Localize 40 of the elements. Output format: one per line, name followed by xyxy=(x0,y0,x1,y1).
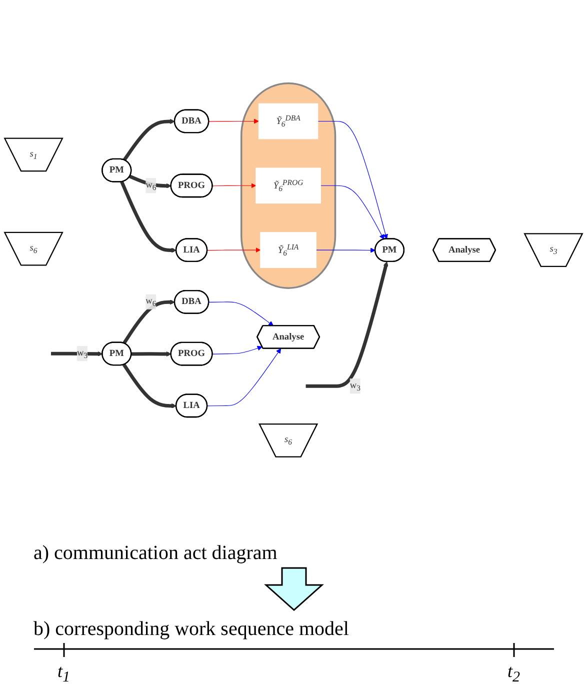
arrow xyxy=(212,183,256,188)
arrow xyxy=(208,118,259,124)
role-ellipse: LIA xyxy=(175,394,208,418)
role-ellipse: PM xyxy=(374,238,405,262)
caption-text: b) corresponding work sequence model xyxy=(34,618,350,641)
arrow xyxy=(212,346,262,354)
edge-label: w$_{3}$ xyxy=(350,380,360,392)
activity-hexagon: Analyse xyxy=(256,324,320,349)
arrow xyxy=(306,261,388,388)
arrow xyxy=(207,348,282,406)
edge-label: w$_{6}$ xyxy=(146,296,156,308)
block-arrow: s$_{6}$ xyxy=(258,423,318,458)
time-label: t$_{1}$ xyxy=(58,661,70,687)
arrow xyxy=(120,181,177,253)
arrow xyxy=(122,300,175,344)
arrow xyxy=(129,174,172,188)
caption-text: a) communication act diagram xyxy=(34,542,278,565)
arrow xyxy=(316,248,376,253)
edge-label: w$_{6}$ xyxy=(146,180,156,192)
block-arrow: s$_{1}$ xyxy=(4,138,64,172)
arrow xyxy=(207,247,261,253)
arrow xyxy=(320,185,384,240)
block-arrow: s$_{6}$ xyxy=(4,232,64,266)
arrow xyxy=(318,120,388,240)
arrow xyxy=(122,364,177,408)
arrow xyxy=(51,351,103,356)
role-ellipse: PROG xyxy=(170,342,213,366)
role-ellipse: LIA xyxy=(175,238,208,262)
edge-label: w$_{3}$ xyxy=(76,348,88,360)
role-ellipse: DBA xyxy=(174,290,210,314)
activity-hexagon: Analyse xyxy=(432,238,496,262)
arrow xyxy=(208,302,274,326)
block-arrow: s$_{3}$ xyxy=(524,233,584,267)
role-ellipse: DBA xyxy=(174,109,210,134)
time-label: t$_{2}$ xyxy=(508,661,520,687)
role-ellipse: PM xyxy=(102,158,132,182)
arrow xyxy=(131,351,172,357)
role-ellipse: PM xyxy=(102,342,132,366)
role-ellipse: PROG xyxy=(170,174,213,198)
arrow xyxy=(122,118,175,162)
